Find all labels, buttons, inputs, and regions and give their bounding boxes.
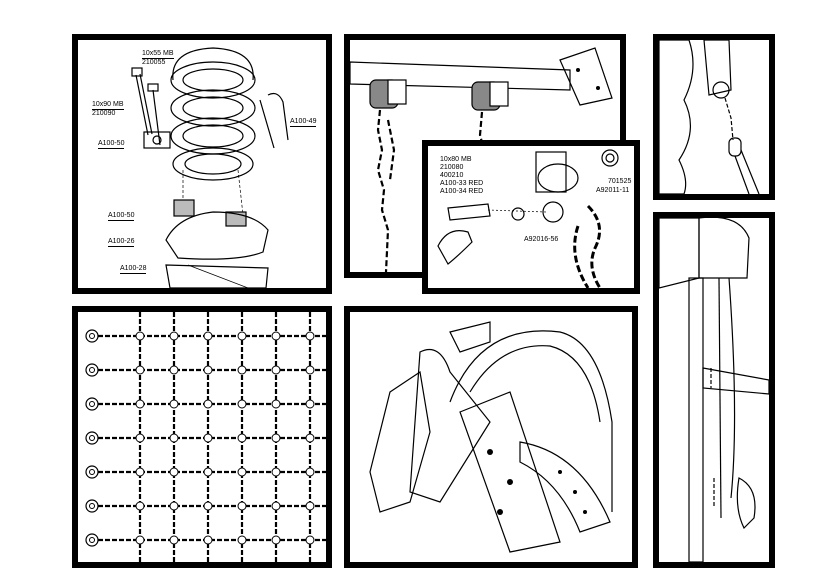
net-knot: [305, 535, 315, 545]
rope-attachment-drawing: [659, 40, 760, 194]
net-eyelet-hole: [89, 435, 95, 441]
rope-attachment-panel: [653, 34, 775, 200]
net-knot: [135, 501, 145, 511]
net-knot: [271, 501, 281, 511]
base-bracket: [165, 264, 269, 288]
net-knot: [169, 365, 179, 375]
label-clamp-top: A100-50: [98, 140, 125, 149]
slide-rope-drawing: [659, 218, 769, 562]
label-bolt-mid-code: 210090: [92, 110, 116, 117]
label-nut-code: 400210: [440, 172, 464, 179]
net-eyelet-hole: [89, 333, 95, 339]
slide-rope-panel: [653, 212, 775, 568]
net-eyelet-hole: [89, 537, 95, 543]
chain: [573, 204, 602, 288]
label-shackle-code: A92011-11: [596, 187, 630, 194]
label-clamp-bottom: A100-50: [108, 212, 135, 221]
net-knot: [237, 501, 247, 511]
chain-right: [478, 111, 486, 151]
net-knot: [203, 399, 213, 409]
net-knot: [271, 535, 281, 545]
net-knot: [305, 433, 315, 443]
chain-detail-drawing: [437, 149, 619, 288]
label-u-bolt: A100-49: [290, 118, 317, 127]
net-knot: [203, 535, 213, 545]
side-panel-left: [369, 370, 431, 513]
corner-bracket: [559, 47, 613, 106]
net-knot: [271, 467, 281, 477]
chain-detail-panel: 10x80 MB 210080 400210 A100-33 RED A100-…: [422, 140, 640, 294]
net-knot: [135, 467, 145, 477]
label-cap-red-1: A100-33 RED: [440, 180, 484, 187]
climbing-frame-panel: [344, 306, 638, 568]
climbing-wall-right: [519, 441, 611, 533]
net-knot: [237, 365, 247, 375]
label-cap-red-2: A100-34 RED: [440, 188, 484, 195]
net-knot: [169, 331, 179, 341]
label-washer-code: 701525: [608, 178, 632, 185]
clamp-bottom: [173, 199, 247, 227]
swing-hanger-right: [471, 81, 509, 111]
chain-left: [376, 109, 396, 272]
label-bolt-top-size: 10x55 MB: [142, 50, 174, 59]
net-knot: [135, 365, 145, 375]
climbing-net-panel: [72, 306, 332, 568]
swing-beam-drawing: [350, 47, 613, 272]
coil-spring: [170, 47, 256, 181]
net-eyelet-hole: [89, 367, 95, 373]
net-knot: [135, 433, 145, 443]
net-knot: [237, 433, 247, 443]
net-knot: [203, 331, 213, 341]
net-knot: [203, 433, 213, 443]
clamp-top: [143, 131, 171, 149]
arch: [449, 330, 613, 512]
net-knot: [305, 399, 315, 409]
label-seat-plate: A100-26: [108, 238, 135, 247]
net-knot: [169, 399, 179, 409]
net-knot: [203, 501, 213, 511]
net-knot: [305, 501, 315, 511]
net-knot: [135, 535, 145, 545]
beam: [350, 61, 571, 91]
climbing-net-drawing: [85, 312, 326, 562]
label-base-bracket: A100-28: [120, 265, 147, 274]
side-panel-dark: [409, 348, 491, 503]
label-bolt-size: 10x80 MB: [440, 156, 472, 163]
hand-icon: [437, 230, 473, 265]
label-hook-code: A92016-56: [524, 236, 559, 243]
net-knot: [135, 399, 145, 409]
net-knot: [271, 331, 281, 341]
seat-plate: [165, 211, 269, 260]
net-knot: [169, 535, 179, 545]
net-eyelet-hole: [89, 503, 95, 509]
net-knot: [271, 433, 281, 443]
net-knot: [305, 365, 315, 375]
climbing-wall-center: [459, 391, 561, 553]
net-knot: [237, 467, 247, 477]
net-knot: [237, 399, 247, 409]
spring-assembly-drawing: [131, 47, 289, 288]
net-knot: [237, 331, 247, 341]
net-eyelet-hole: [89, 401, 95, 407]
net-eyelet-hole: [89, 469, 95, 475]
net-knot: [305, 331, 315, 341]
net-knot: [169, 501, 179, 511]
net-knot: [203, 365, 213, 375]
net-knot: [135, 331, 145, 341]
spring-assembly-panel: 10x55 MB 210055 10x90 MB 210090 A100-49 …: [72, 34, 332, 294]
u-bolt: [259, 92, 289, 149]
net-knot: [237, 535, 247, 545]
climbing-frame-drawing: [369, 321, 613, 553]
label-bolt-mid-size: 10x90 MB: [92, 101, 124, 110]
label-bolt-code: 210080: [440, 164, 464, 171]
net-knot: [169, 467, 179, 477]
net-knot: [271, 399, 281, 409]
label-bolt-top-code: 210055: [142, 59, 166, 66]
net-knot: [169, 433, 179, 443]
net-knot: [203, 467, 213, 477]
net-knot: [271, 365, 281, 375]
net-knot: [305, 467, 315, 477]
swing-hanger-left: [369, 79, 407, 109]
bolts: [131, 67, 161, 146]
